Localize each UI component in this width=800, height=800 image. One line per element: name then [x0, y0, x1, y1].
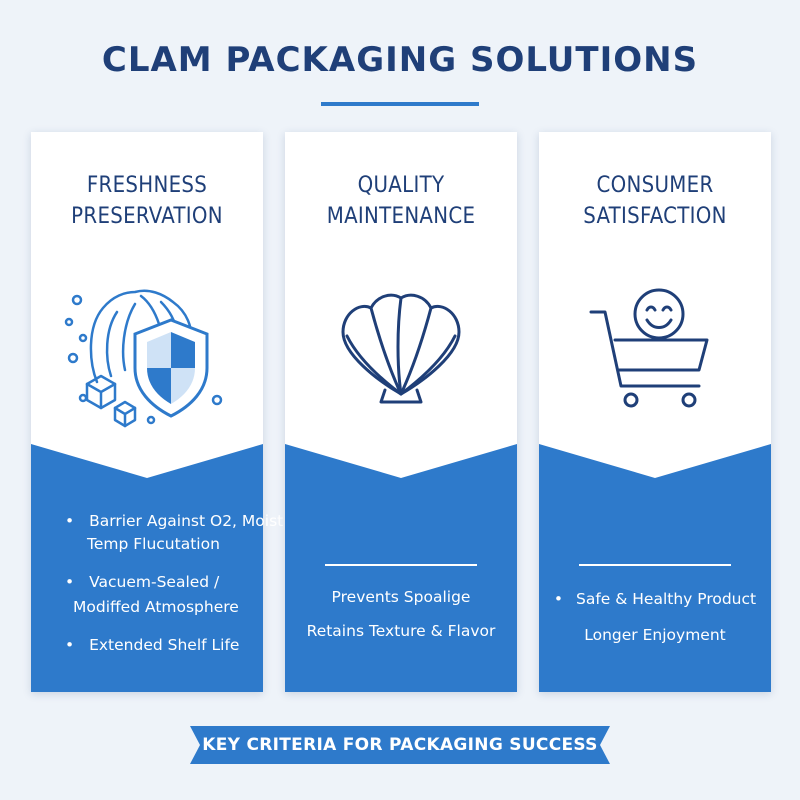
bullet-dot: • [65, 636, 75, 654]
page-title: CLAM PACKAGING SOLUTIONS [101, 40, 699, 80]
ribbon-shape [190, 726, 610, 764]
list-item: • Barrier Against O2, Moist [65, 510, 283, 532]
bullet-dot: • [65, 573, 75, 591]
card-heading-line1: QUALITY [357, 173, 445, 198]
card-quality-maintenance: QUALITY MAINTENANCE Prevents Spoalige Re… [285, 132, 517, 692]
text-line: Longer Enjoyment [584, 626, 726, 644]
clam-shell-icon [341, 293, 461, 404]
card-heading: QUALITY MAINTENANCE [285, 170, 517, 232]
list-item: • Vacuem-Sealed / [65, 571, 219, 593]
card-heading: CONSUMER SATISFACTION [539, 170, 771, 232]
bullet-line1: Extended Shelf Life [89, 636, 240, 654]
card-freshness-preservation: FRESHNESS PRESERVATION [31, 132, 283, 692]
bullet-line1: Barrier Against O2, Moist [89, 512, 284, 530]
card-consumer-satisfaction: CONSUMER SATISFACTION • Safe & Healthy P… [539, 132, 771, 692]
card-info-panel [31, 444, 263, 692]
card-heading-line2: SATISFACTION [583, 204, 727, 229]
bullet-text: Safe & Healthy Product [575, 590, 757, 608]
clam-shield-ice-icon [64, 289, 223, 428]
bullet-line2: Temp Flucutation [87, 535, 220, 553]
footer-banner: KEY CRITERIA FOR PACKAGING SUCCESS [190, 722, 610, 768]
bullet-line2: Modiffed Atmosphere [73, 598, 239, 616]
card-heading: FRESHNESS PRESERVATION [31, 170, 263, 232]
divider [325, 564, 477, 566]
card-info-panel [539, 444, 771, 692]
card-heading-line2: MAINTENANCE [326, 204, 476, 229]
list-item: • Safe & Healthy Product [539, 588, 771, 610]
text-line: Prevents Spoalige [331, 588, 471, 606]
title-underline [321, 102, 479, 106]
smiling-shopping-cart-icon [589, 288, 709, 408]
divider [579, 564, 731, 566]
card-heading-line1: FRESHNESS [86, 173, 208, 198]
text-line: Retains Texture & Flavor [306, 622, 496, 640]
bullet-dot: • [65, 512, 75, 530]
card-info-panel [285, 444, 517, 692]
bullet-dot: • [553, 590, 564, 608]
list-item: • Extended Shelf Life [65, 634, 239, 656]
footer-banner-text: KEY CRITERIA FOR PACKAGING SUCCESS [202, 735, 598, 755]
bullet-line1: Vacuem-Sealed / [89, 573, 220, 591]
card-heading-line2: PRESERVATION [71, 204, 223, 229]
card-heading-line1: CONSUMER [596, 173, 714, 198]
